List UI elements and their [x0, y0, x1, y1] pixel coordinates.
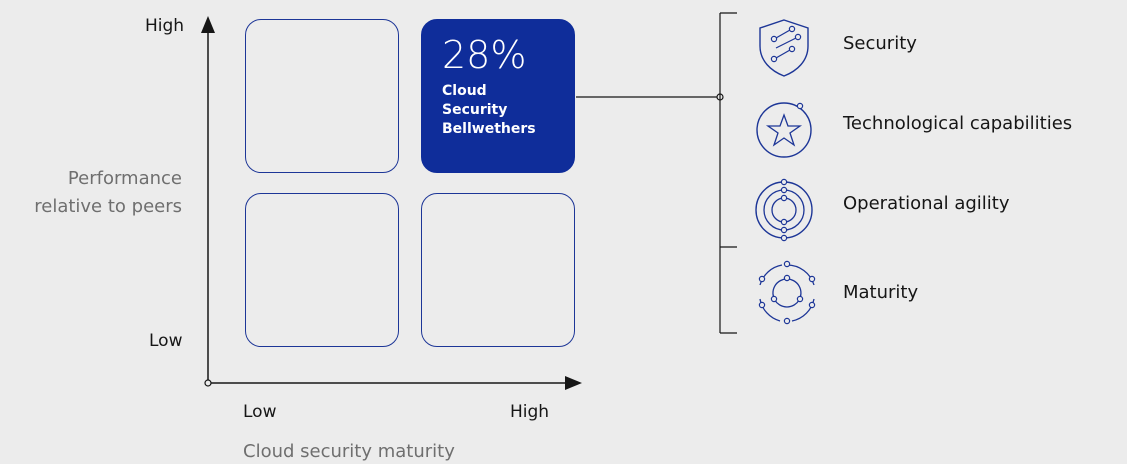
- quadrant-bottom-right: [421, 193, 575, 347]
- highlight-label-line: Bellwethers: [442, 121, 536, 137]
- category-label-operational-agility: Operational agility: [843, 193, 1010, 214]
- highlight-label: Cloud Security Bellwethers: [442, 82, 536, 139]
- x-axis-low-label: Low: [243, 402, 277, 422]
- y-axis-title-line: Performance: [67, 168, 182, 189]
- category-label-technological-capabilities: Technological capabilities: [843, 113, 1073, 134]
- highlight-label-line: Security: [442, 102, 508, 118]
- category-label-security: Security: [843, 33, 917, 54]
- y-axis-title-line: relative to peers: [34, 196, 182, 217]
- highlight-percent: 28%: [442, 33, 527, 77]
- concentric-circles-icon: [755, 178, 813, 242]
- x-axis-title: Cloud security maturity: [243, 441, 455, 462]
- quadrant-top-right-highlight: 28% Cloud Security Bellwethers: [421, 19, 575, 173]
- quadrant-bottom-left: [245, 193, 399, 347]
- category-label-maturity: Maturity: [843, 282, 919, 303]
- y-axis-title: Performance relative to peers: [0, 165, 182, 221]
- shield-icon: [759, 19, 809, 77]
- y-axis-low-label: Low: [149, 331, 183, 351]
- highlight-label-line: Cloud: [442, 83, 487, 99]
- cycle-icon: [758, 260, 816, 325]
- star-icon: [756, 102, 812, 158]
- x-axis-high-label: High: [510, 402, 550, 422]
- quadrant-top-left: [245, 19, 399, 173]
- y-axis-high-label: High: [145, 16, 185, 36]
